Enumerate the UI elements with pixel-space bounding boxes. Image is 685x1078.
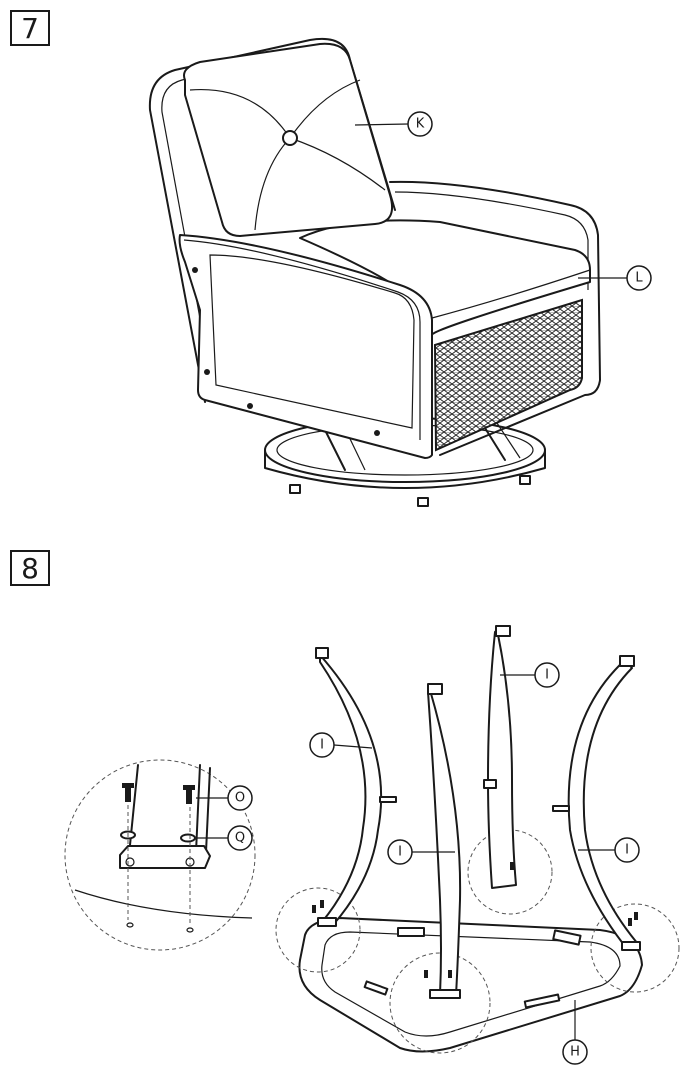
callout-i-back-label: I (545, 668, 549, 683)
detail-circle-right (590, 903, 680, 993)
step-7-number: 7 (10, 10, 50, 46)
callout-k: K (407, 111, 433, 137)
detail-circle-front (389, 952, 491, 1054)
leg-center-front (427, 683, 462, 999)
callout-k-label: K (416, 117, 425, 132)
bolt-icon (122, 783, 195, 804)
washer-icon (120, 830, 196, 843)
callout-q: Q (227, 825, 253, 851)
callout-i-right-label: I (625, 843, 629, 858)
callout-i-right: I (614, 837, 640, 863)
callout-o: O (227, 785, 253, 811)
callout-i-back: I (534, 662, 560, 688)
callout-h-label: H (570, 1045, 580, 1060)
callout-i-left: I (309, 732, 335, 758)
leg-right (552, 655, 641, 951)
callout-q-label: Q (235, 831, 245, 846)
base-ring-illustration (298, 917, 643, 1053)
leg-left (315, 647, 397, 927)
callout-o-label: O (235, 791, 245, 806)
callout-i-center: I (387, 839, 413, 865)
step-8-number: 8 (10, 550, 50, 586)
leg-bolts (312, 862, 638, 978)
callout-i-left-label: I (320, 738, 324, 753)
detail-circle-front-left (275, 887, 361, 973)
leg-center-back (483, 625, 517, 889)
callout-l: L (626, 265, 652, 291)
callout-h: H (562, 1039, 588, 1065)
callout-i-center-label: I (398, 845, 402, 860)
callout-l-label: L (635, 271, 643, 286)
swivel-chair-assembled-illustration (148, 38, 627, 507)
detail-magnifier (64, 759, 256, 951)
